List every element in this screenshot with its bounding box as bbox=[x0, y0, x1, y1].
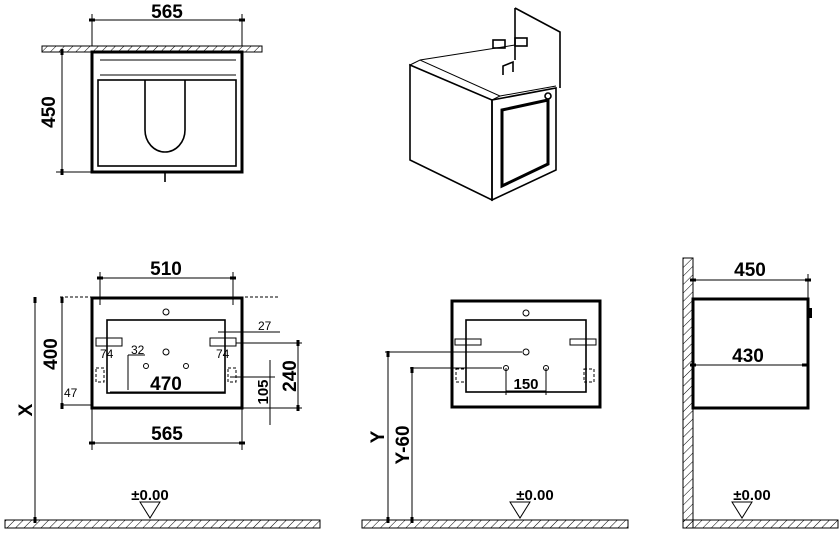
bracket-left-dimension: 74 bbox=[100, 347, 114, 361]
floor-height-dimension: X bbox=[16, 403, 37, 416]
width-dimension: 565 bbox=[151, 2, 183, 23]
isometric-view bbox=[408, 7, 561, 202]
cabinet-outline bbox=[90, 296, 244, 410]
floor bbox=[361, 519, 629, 529]
inner-width-dimension: 470 bbox=[150, 374, 182, 395]
cabinet-outline bbox=[90, 50, 244, 174]
side-offset-dimension: 47 bbox=[64, 386, 78, 400]
drawer-front bbox=[491, 87, 557, 202]
front-view-dimensions: 510 565 400 X 47 470 27 74 74 32 240 105… bbox=[4, 259, 321, 529]
depth-dimension: 450 bbox=[39, 96, 60, 128]
drawer-outline bbox=[465, 319, 587, 393]
wall-mount-view: Y Y-60 150 ±0.00 bbox=[361, 299, 629, 529]
y-dimension: Y bbox=[368, 430, 389, 443]
back-panel bbox=[514, 7, 561, 88]
hole-spacing-dimension: 150 bbox=[513, 376, 538, 393]
spacing-dimension: 32 bbox=[131, 343, 145, 357]
siphon-cutout bbox=[144, 80, 186, 153]
knob bbox=[808, 308, 812, 318]
floor bbox=[4, 519, 321, 529]
drain-hole bbox=[162, 308, 170, 316]
side-view: 450 430 ±0.00 bbox=[682, 257, 839, 529]
floor-level-label: ±0.00 bbox=[733, 487, 770, 504]
bracket-right-dimension: 74 bbox=[216, 347, 230, 361]
bracket bbox=[492, 39, 506, 49]
bracket-left bbox=[95, 337, 123, 347]
top-plan-view: 565 450 bbox=[39, 2, 263, 182]
cabinet-side bbox=[691, 297, 810, 410]
drawer-outline bbox=[106, 319, 226, 394]
cabinet-outline bbox=[450, 299, 602, 409]
top-width-dimension: 510 bbox=[150, 259, 182, 280]
drawer-frame bbox=[500, 98, 550, 189]
floor-level-label: ±0.00 bbox=[516, 487, 553, 504]
bracket-right bbox=[209, 337, 237, 347]
right-offset-dimension: 27 bbox=[258, 319, 272, 333]
side-panel bbox=[409, 63, 493, 202]
height-dimension: 400 bbox=[41, 338, 62, 370]
bracket bbox=[514, 37, 528, 47]
drawer-outline bbox=[97, 79, 237, 167]
bottom-width-dimension: 565 bbox=[151, 424, 183, 445]
inner-depth-dimension: 430 bbox=[732, 346, 764, 367]
y60-dimension: Y-60 bbox=[393, 425, 414, 464]
knob bbox=[544, 92, 552, 100]
floor bbox=[682, 519, 839, 529]
depth-dimension: 450 bbox=[734, 260, 766, 281]
height-240-dimension: 240 bbox=[280, 360, 301, 392]
height-105-dimension: 105 bbox=[255, 379, 272, 404]
floor-level-label: ±0.00 bbox=[131, 487, 168, 504]
